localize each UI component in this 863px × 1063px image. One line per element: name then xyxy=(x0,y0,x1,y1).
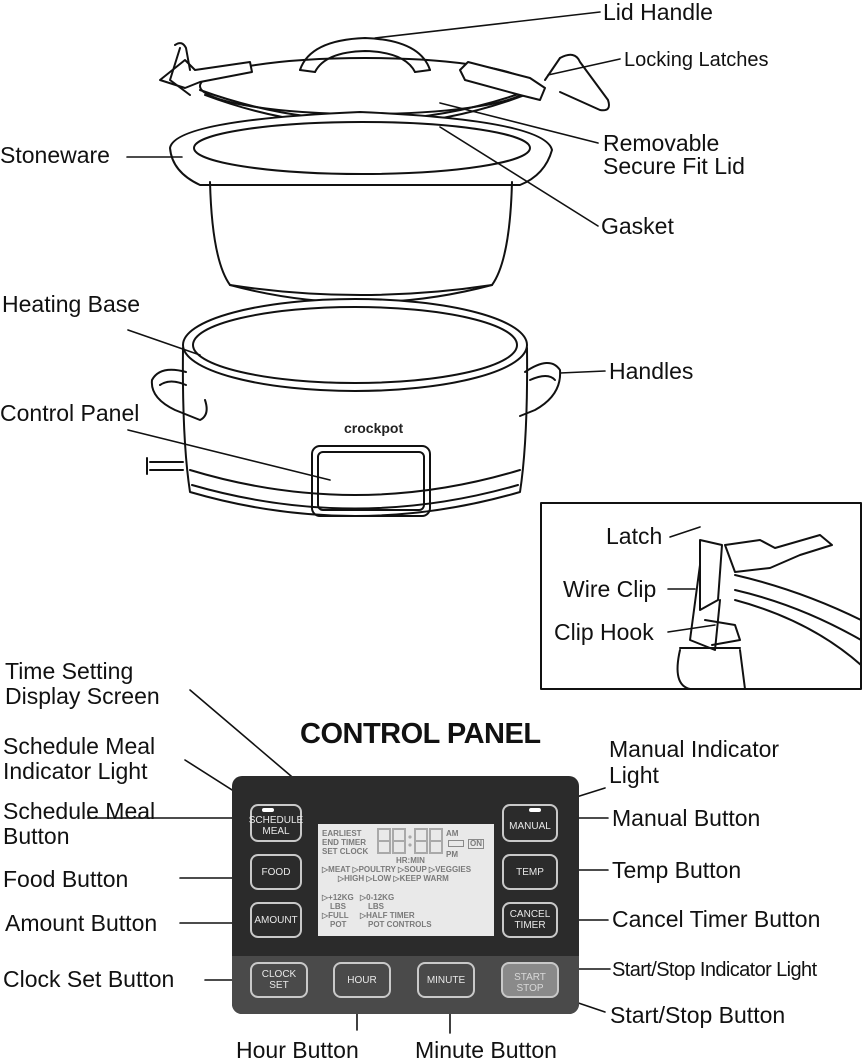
label-manual-button: Manual Button xyxy=(612,805,761,831)
schedule-meal-indicator-light xyxy=(262,808,274,812)
clock-label-2: SET xyxy=(269,980,289,991)
lcd-temp-row: ▷HIGH ▷LOW ▷KEEP WARM xyxy=(338,874,449,883)
label-schedule-button-line2: Button xyxy=(3,823,70,849)
lcd-amount-large-unit: LBS xyxy=(330,902,346,911)
lcd-pot-controls: POT CONTROLS xyxy=(368,920,432,929)
manual-indicator-light xyxy=(529,808,541,812)
temp-label: TEMP xyxy=(516,866,544,878)
lcd-food-row: ▷MEAT ▷POULTRY ▷SOUP ▷VEGGIES xyxy=(322,865,472,874)
lcd-hrmin: HR:MIN xyxy=(396,856,425,865)
label-schedule-light-line1: Schedule Meal xyxy=(3,733,156,759)
schedule-label-2: MEAL xyxy=(262,826,290,837)
label-gasket: Gasket xyxy=(601,213,674,239)
label-start-stop-light: Start/Stop Indicator Light xyxy=(612,959,817,981)
label-lid-handle: Lid Handle xyxy=(603,0,713,25)
label-food-button: Food Button xyxy=(3,866,129,892)
clock-set-button[interactable]: CLOCK SET xyxy=(250,962,308,998)
label-removable-lid-line2: Secure Fit Lid xyxy=(603,153,745,179)
start-label-1: START xyxy=(514,972,546,983)
minute-button[interactable]: MINUTE xyxy=(417,962,475,998)
time-setting-display-screen: EARLIEST END TIMER SET CLOCK AM PM ON HR… xyxy=(318,824,494,936)
label-time-setting-line2: Display Screen xyxy=(5,683,160,709)
lcd-full: ▷FULL xyxy=(322,911,349,920)
lcd-battery-icon xyxy=(448,840,464,847)
label-stoneware: Stoneware xyxy=(0,142,110,168)
lcd-on: ON xyxy=(468,839,484,849)
lcd-earliest: EARLIEST xyxy=(322,829,362,838)
manual-label: MANUAL xyxy=(509,820,551,832)
label-schedule-button-line1: Schedule Meal xyxy=(3,798,156,824)
lcd-digits xyxy=(377,828,443,854)
latch-inset-drawing xyxy=(540,502,862,690)
lcd-pm: PM xyxy=(446,850,458,859)
lcd-full-pot: POT xyxy=(330,920,347,929)
lid-drawing xyxy=(159,37,610,126)
food-label: FOOD xyxy=(261,866,291,878)
label-manual-light-line1: Manual Indicator xyxy=(609,736,780,762)
label-heating-base: Heating Base xyxy=(2,291,141,317)
hour-label: HOUR xyxy=(347,974,377,986)
amount-button[interactable]: AMOUNT xyxy=(250,902,302,938)
panel-title: CONTROL PANEL xyxy=(300,718,541,750)
label-start-stop-button: Start/Stop Button xyxy=(610,1002,786,1028)
manual-button[interactable]: MANUAL xyxy=(502,804,558,842)
label-control-panel: Control Panel xyxy=(0,400,140,426)
brand-logo: crockpot xyxy=(344,420,404,436)
label-manual-light-line2: Light xyxy=(609,762,659,788)
heating-base-drawing xyxy=(146,298,562,517)
start-label-2: STOP xyxy=(516,983,544,994)
label-amount-button: Amount Button xyxy=(5,910,158,936)
lcd-amount-small: ▷0-12KG xyxy=(360,893,395,902)
lcd-am: AM xyxy=(446,829,459,838)
label-locking-latches: Locking Latches xyxy=(624,49,769,71)
label-clock-set-button: Clock Set Button xyxy=(3,966,175,992)
clock-label-1: CLOCK xyxy=(261,969,297,980)
stoneware-drawing xyxy=(169,111,553,304)
label-temp-button: Temp Button xyxy=(612,857,742,883)
label-schedule-light-line2: Indicator Light xyxy=(3,758,148,784)
cancel-timer-button[interactable]: CANCEL TIMER xyxy=(502,902,558,938)
label-cancel-timer-button: Cancel Timer Button xyxy=(612,906,821,932)
cancel-label-2: TIMER xyxy=(514,920,546,931)
amount-label: AMOUNT xyxy=(254,914,298,926)
label-handles: Handles xyxy=(609,358,694,384)
lcd-amount-small-unit: LBS xyxy=(368,902,384,911)
schedule-meal-button[interactable]: SCHEDULE MEAL xyxy=(248,804,304,842)
label-time-setting-line1: Time Setting xyxy=(5,658,134,684)
lcd-end-timer: END TIMER xyxy=(322,838,366,847)
label-wire-clip: Wire Clip xyxy=(563,576,657,602)
food-button[interactable]: FOOD xyxy=(250,854,302,890)
label-latch: Latch xyxy=(606,523,663,549)
label-clip-hook: Clip Hook xyxy=(554,619,654,645)
start-stop-button[interactable]: START STOP xyxy=(501,962,559,998)
lcd-amount-large: ▷+12KG xyxy=(322,893,354,902)
temp-button[interactable]: TEMP xyxy=(502,854,558,890)
label-removable-lid-line1: Removable xyxy=(603,130,720,156)
cancel-label-1: CANCEL xyxy=(509,909,551,920)
lcd-half-timer: ▷HALF TIMER xyxy=(360,911,415,920)
lcd-set-clock: SET CLOCK xyxy=(322,847,369,856)
label-hour-button: Hour Button xyxy=(236,1037,359,1063)
minute-label: MINUTE xyxy=(426,974,466,986)
control-panel: SCHEDULE MEAL FOOD AMOUNT MANUAL TEMP CA… xyxy=(232,776,579,1014)
schedule-label-1: SCHEDULE xyxy=(248,815,304,826)
hour-button[interactable]: HOUR xyxy=(333,962,391,998)
label-minute-button: Minute Button xyxy=(415,1037,557,1063)
